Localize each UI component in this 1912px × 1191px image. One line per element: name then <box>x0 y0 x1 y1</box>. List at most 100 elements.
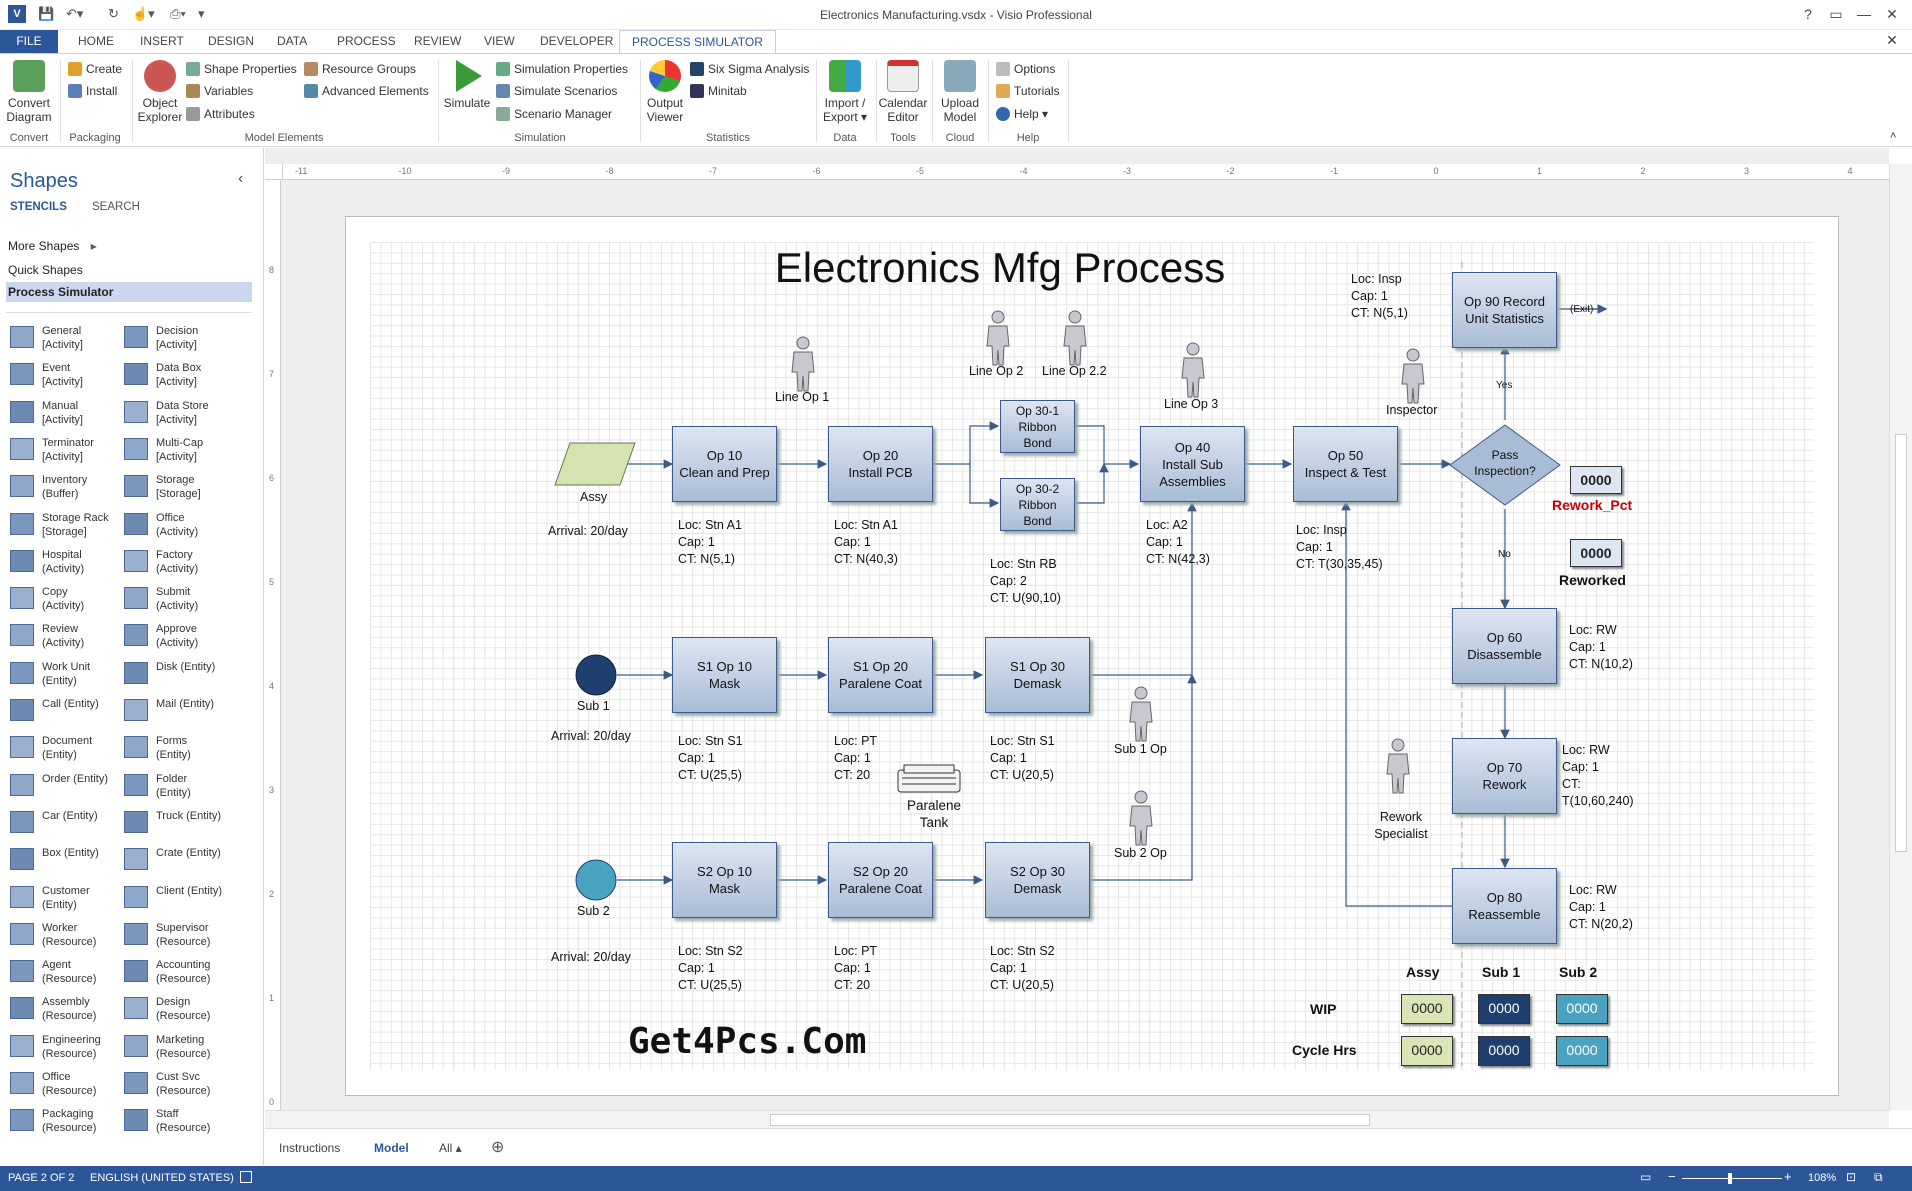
pass-inspection-decision[interactable] <box>1449 424 1561 506</box>
zoom-out-icon[interactable]: − <box>1668 1169 1676 1184</box>
page-tab-all[interactable]: All ▴ <box>439 1141 462 1155</box>
output-viewer-button[interactable]: Output Viewer <box>644 60 686 124</box>
save-icon[interactable]: 💾 <box>38 6 55 21</box>
options-button[interactable]: Options <box>996 62 1055 76</box>
sub2-arrival-shape[interactable] <box>575 859 617 901</box>
vertical-scrollbar[interactable] <box>1889 164 1912 1110</box>
close-button[interactable]: ✕ <box>1886 6 1898 22</box>
op40-box[interactable]: Op 40 Install Sub Assemblies <box>1140 426 1245 502</box>
search-tab[interactable]: SEARCH <box>92 201 140 213</box>
process-simulator-stencil[interactable]: Process Simulator <box>6 282 252 302</box>
convert-diagram-button[interactable]: Convert Diagram <box>4 60 54 124</box>
calendar-editor-button[interactable]: Calendar Editor <box>878 60 928 124</box>
zoom-level[interactable]: 108% <box>1808 1172 1837 1184</box>
op80-box[interactable]: Op 80 Reassemble <box>1452 868 1557 944</box>
op90-box[interactable]: Op 90 Record Unit Statistics <box>1452 272 1557 348</box>
print-preview-icon[interactable]: ⎙▾ <box>170 6 186 21</box>
simulation-properties-button[interactable]: Simulation Properties <box>496 62 628 76</box>
s1op10-box[interactable]: S1 Op 10 Mask <box>672 637 777 713</box>
page-tab-model[interactable]: Model <box>374 1141 409 1155</box>
tab-file[interactable]: FILE <box>0 30 58 53</box>
tab-developer[interactable]: DEVELOPER <box>540 34 614 48</box>
s2op20-box[interactable]: S2 Op 20 Paralene Coat <box>828 842 933 918</box>
more-shapes-menu[interactable]: More Shapes ▸ <box>8 239 97 253</box>
wip-assy-counter[interactable]: 0000 <box>1401 994 1453 1024</box>
six-sigma-button[interactable]: Six Sigma Analysis <box>690 62 809 76</box>
tab-process[interactable]: PROCESS <box>337 34 396 48</box>
redo-icon[interactable]: ↻ <box>108 6 119 21</box>
rework-pct-counter[interactable]: 0000 <box>1570 466 1622 494</box>
line-op3-figure[interactable] <box>1180 342 1206 398</box>
presentation-mode-icon[interactable]: ▭ <box>1640 1170 1652 1184</box>
page-indicator[interactable]: PAGE 2 OF 2 <box>8 1172 75 1184</box>
stencils-tab[interactable]: STENCILS <box>10 201 67 213</box>
op10-box[interactable]: Op 10 Clean and Prep <box>672 426 777 502</box>
line-op1-figure[interactable] <box>790 336 816 392</box>
zoom-in-icon[interactable]: + <box>1784 1169 1792 1184</box>
s1op30-box[interactable]: S1 Op 30 Demask <box>985 637 1090 713</box>
create-button[interactable]: Create <box>68 62 122 76</box>
simulate-button[interactable]: Simulate <box>442 60 492 110</box>
language-indicator[interactable]: ENGLISH (UNITED STATES) <box>90 1172 234 1184</box>
add-page-icon[interactable]: ⊕ <box>491 1139 505 1156</box>
line-op22-figure[interactable] <box>1062 310 1088 366</box>
sub1-arrival-shape[interactable] <box>575 654 617 696</box>
op30-1-box[interactable]: Op 30-1 Ribbon Bond <box>1000 400 1075 453</box>
import-export-button[interactable]: Import / Export ▾ <box>820 60 870 124</box>
s2op30-box[interactable]: S2 Op 30 Demask <box>985 842 1090 918</box>
line-op2-figure[interactable] <box>985 310 1011 366</box>
pointer-tool-icon[interactable]: ☝▾ <box>132 6 155 21</box>
wip-sub2-counter[interactable]: 0000 <box>1556 994 1608 1024</box>
sub2-op-figure[interactable] <box>1128 790 1154 846</box>
tab-view[interactable]: VIEW <box>484 34 515 48</box>
resource-groups-button[interactable]: Resource Groups <box>304 62 416 76</box>
upload-model-button[interactable]: Upload Model <box>936 60 984 124</box>
rework-specialist-figure[interactable] <box>1385 738 1411 794</box>
horizontal-scroll-thumb[interactable] <box>770 1114 1370 1126</box>
object-explorer-button[interactable]: Object Explorer <box>136 60 184 124</box>
collapse-ribbon-icon[interactable]: ˄ <box>1890 130 1897 142</box>
advanced-elements-button[interactable]: Advanced Elements <box>304 84 429 98</box>
tab-process-simulator[interactable]: PROCESS SIMULATOR <box>619 30 776 54</box>
zoom-slider[interactable] <box>1682 1178 1782 1179</box>
horizontal-scrollbar[interactable] <box>265 1110 1889 1128</box>
op20-box[interactable]: Op 20 Install PCB <box>828 426 933 502</box>
op50-box[interactable]: Op 50 Inspect & Test <box>1293 426 1398 502</box>
simulate-scenarios-button[interactable]: Simulate Scenarios <box>496 84 617 98</box>
op30-2-box[interactable]: Op 30-2 Ribbon Bond <box>1000 478 1075 531</box>
cycle-sub2-counter[interactable]: 0000 <box>1556 1036 1608 1066</box>
cycle-sub1-counter[interactable]: 0000 <box>1478 1036 1530 1066</box>
tab-review[interactable]: REVIEW <box>414 34 462 48</box>
tab-home[interactable]: HOME <box>78 34 114 48</box>
page-tab-instructions[interactable]: Instructions <box>279 1141 341 1155</box>
attributes-button[interactable]: Attributes <box>186 107 255 121</box>
switch-windows-icon[interactable]: ⧉ <box>1874 1170 1883 1184</box>
tutorials-button[interactable]: Tutorials <box>996 84 1060 98</box>
minimize-button[interactable]: — <box>1857 6 1871 22</box>
collapse-pane-button[interactable]: ‹ <box>238 170 244 187</box>
close-document-button[interactable]: ✕ <box>1886 32 1898 48</box>
cycle-assy-counter[interactable]: 0000 <box>1401 1036 1453 1066</box>
op60-box[interactable]: Op 60 Disassemble <box>1452 608 1557 684</box>
undo-icon[interactable]: ↶▾ <box>66 6 84 21</box>
fit-page-icon[interactable]: ⊡ <box>1846 1170 1857 1184</box>
customize-qat-icon[interactable]: ▾ <box>198 6 205 21</box>
tab-insert[interactable]: INSERT <box>140 34 184 48</box>
wip-sub1-counter[interactable]: 0000 <box>1478 994 1530 1024</box>
reworked-counter[interactable]: 0000 <box>1570 539 1622 567</box>
op70-box[interactable]: Op 70 Rework <box>1452 738 1557 814</box>
shape-properties-button[interactable]: Shape Properties <box>186 62 297 76</box>
quick-shapes-item[interactable]: Quick Shapes <box>8 263 83 277</box>
tab-design[interactable]: DESIGN <box>208 34 255 48</box>
tab-data[interactable]: DATA <box>277 34 308 48</box>
sub1-op-figure[interactable] <box>1128 686 1154 742</box>
vertical-scroll-thumb[interactable] <box>1895 434 1907 852</box>
s1op20-box[interactable]: S1 Op 20 Paralene Coat <box>828 637 933 713</box>
help-button[interactable]: ? <box>1804 6 1812 22</box>
macro-record-icon[interactable] <box>240 1171 252 1183</box>
assy-arrival-shape[interactable] <box>554 442 636 486</box>
zoom-slider-thumb[interactable] <box>1728 1173 1732 1184</box>
help-menu-button[interactable]: Help ▾ <box>996 107 1048 121</box>
minitab-button[interactable]: Minitab <box>690 84 747 98</box>
variables-button[interactable]: Variables <box>186 84 253 98</box>
